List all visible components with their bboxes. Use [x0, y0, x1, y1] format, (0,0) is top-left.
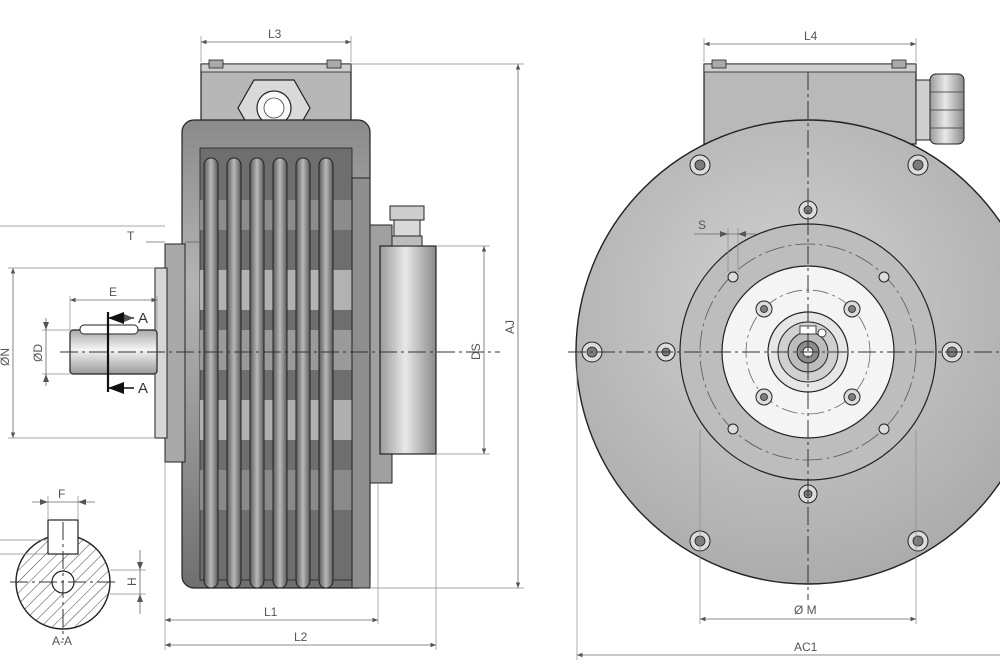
dim-D: ØD: [31, 344, 45, 362]
left-flange: [164, 243, 186, 463]
dim-E: E: [109, 285, 117, 299]
section-mark-lower: A: [138, 380, 148, 397]
cooling-fins: [203, 157, 334, 589]
dim-M: Ø M: [794, 603, 817, 617]
dim-AC1: AC1: [794, 640, 818, 654]
section-mark-upper: A: [138, 310, 148, 327]
side-view: A A: [60, 59, 500, 589]
side-dimensions: L3 AJ DS T E ØN ØD: [0, 27, 524, 650]
dim-DS: DS: [469, 343, 483, 360]
front-dimensions: L4 S Ø M AC1: [576, 29, 1000, 660]
dim-L3: L3: [268, 27, 282, 41]
front-view: [568, 59, 1000, 600]
dim-L4: L4: [804, 29, 818, 43]
dim-AJ: AJ: [503, 320, 517, 334]
dim-T: T: [127, 229, 135, 243]
dim-S: S: [698, 218, 706, 232]
dim-H: H: [125, 577, 139, 586]
section-view-a-a: F H A-A: [0, 487, 146, 648]
dim-F: F: [58, 487, 65, 501]
section-label: A-A: [52, 634, 72, 648]
dim-L1: L1: [264, 605, 278, 619]
side-cable-gland-icon: [915, 79, 931, 141]
dim-N: ØN: [0, 348, 12, 366]
outer-bolt-icon: [581, 154, 963, 552]
flange-bolt-icon: [755, 300, 861, 406]
dim-L2: L2: [294, 630, 308, 644]
